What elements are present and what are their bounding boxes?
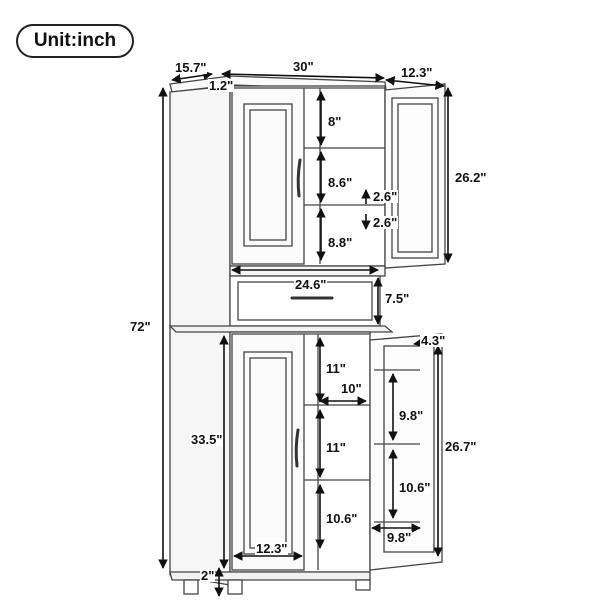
adjust-up-label: 2.6" [372,189,399,204]
door-depth-label: 12.3" [400,65,434,80]
unit-label: Unit:inch [16,24,134,58]
upper-shelf-2-label: 8.6" [327,175,354,190]
bottom-depth-label: 12.3" [255,541,289,556]
lower-shelf-2-label: 11" [325,440,347,455]
door-rack-width-label: 9.8" [386,530,413,545]
width-label: 30" [292,59,315,74]
upper-door-height-label: 26.2" [454,170,488,185]
total-height-label: 72" [129,319,152,334]
lower-cabinet-height-label: 33.5" [190,432,224,447]
drawer-width-label: 24.6" [294,277,328,292]
door-rack-2-label: 10.6" [398,480,432,495]
cabinet-outline [168,75,446,595]
upper-shelf-3-label: 8.8" [327,235,354,250]
lower-door-height-label: 26.7" [444,439,478,454]
upper-shelf-1-label: 8" [327,114,343,129]
lower-shelf-1-label: 11" [325,361,347,376]
lower-shelf-depth-label: 10" [340,381,363,396]
depth-label: 15.7" [174,60,208,75]
adjust-down-label: 2.6" [372,215,399,230]
top-thickness-label: 1.2" [208,78,235,93]
leg-height-label: 2" [200,568,216,583]
lower-shelf-3-label: 10.6" [325,511,359,526]
door-shelf-depth-label: 4.3" [420,333,447,348]
dimension-lines [158,69,453,597]
drawer-height-label: 7.5" [384,291,411,306]
door-rack-1-label: 9.8" [398,408,425,423]
